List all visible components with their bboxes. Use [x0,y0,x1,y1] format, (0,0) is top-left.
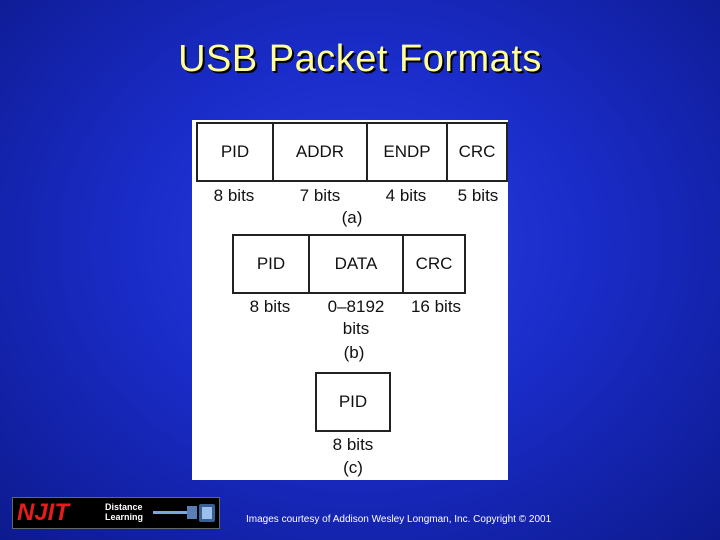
logo-cable-icon [153,504,215,522]
logo-line-1: Distance [105,502,143,512]
token-endp-size: 4 bits [385,186,427,205]
caption-a: (a) [341,208,363,227]
data-crc-size: 16 bits [410,297,462,316]
data-data-size: 0–8192 [327,297,385,316]
token-crc-size: 5 bits [457,186,499,205]
token-pid-size: 8 bits [213,186,255,205]
usb-packet-diagram: PID ADDR ENDP CRC 8 bits 7 bits 4 bits 5… [192,120,508,480]
data-data-size-unit: bits [342,319,370,338]
logo-line-2: Learning [105,512,144,522]
image-credit: Images courtesy of Addison Wesley Longma… [246,514,552,525]
caption-b: (b) [343,343,365,362]
handshake-pid-size: 8 bits [332,435,374,454]
data-data-field: DATA [308,234,404,294]
token-crc-field: CRC [446,122,508,182]
data-pid-field: PID [232,234,310,294]
token-endp-field: ENDP [366,122,448,182]
data-crc-field: CRC [402,234,466,294]
token-pid-field: PID [196,122,274,182]
data-pid-size: 8 bits [249,297,291,316]
caption-c: (c) [343,458,363,477]
token-addr-field: ADDR [272,122,368,182]
logo-subtitle: Distance Learning [105,502,143,522]
handshake-pid-field: PID [315,372,391,432]
njit-distance-learning-logo: NJIT Distance Learning [12,497,220,529]
token-addr-size: 7 bits [299,186,341,205]
njit-brand: NJIT [17,499,70,526]
slide-title: USB Packet Formats [178,38,542,80]
